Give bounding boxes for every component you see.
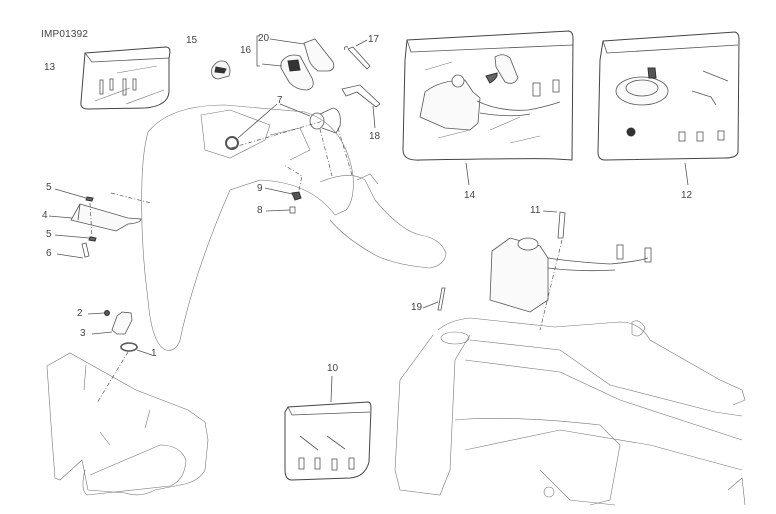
- leader-16-20: [261, 38, 305, 67]
- kit-bag-12: [597, 31, 740, 186]
- callout-8: 8: [257, 205, 263, 216]
- callout-17: 17: [368, 34, 380, 45]
- callout-6: 6: [46, 248, 52, 259]
- part-9-nut: [264, 187, 302, 201]
- motorcycle-frame: [394, 317, 746, 506]
- part-16-remote-key: [280, 54, 314, 91]
- part-17-key-blank: [344, 39, 371, 70]
- callout-13: 13: [44, 62, 56, 73]
- part-7-lock-barrel: [225, 103, 341, 150]
- part-4-bracket: [70, 203, 142, 232]
- callout-10: 10: [327, 363, 339, 374]
- part-15-key-head: [211, 60, 231, 80]
- callout-14: 14: [464, 190, 476, 201]
- callout-5-top: 5: [46, 182, 52, 193]
- kit-bag-14: [402, 30, 574, 186]
- ignition-switch-assembly: [489, 210, 652, 331]
- leader-4: [48, 215, 73, 219]
- part-2-screw: [87, 310, 110, 316]
- part-20-key-cover: [303, 38, 335, 72]
- callout-18: 18: [369, 131, 381, 142]
- axis-line-7: [230, 120, 353, 177]
- callout-19: 19: [411, 302, 423, 313]
- callout-20: 20: [258, 33, 270, 44]
- axis-line-4: [89, 192, 152, 238]
- front-fairing: [46, 352, 209, 496]
- bracket-16: [256, 35, 260, 67]
- callout-16: 16: [240, 45, 252, 56]
- callout-1: 1: [151, 348, 157, 359]
- kit-bag-13: [80, 46, 171, 110]
- part-1-gasket: [120, 342, 153, 356]
- callout-9: 9: [257, 183, 263, 194]
- diagram-code: IMP01392: [41, 29, 89, 40]
- fuel-tank: [141, 104, 447, 351]
- part-3-sensor: [91, 311, 133, 335]
- callout-4: 4: [42, 210, 48, 221]
- callout-7: 7: [277, 95, 283, 106]
- part-18-key-blank: [341, 84, 381, 129]
- callout-3: 3: [80, 328, 86, 339]
- kit-bag-10: [284, 375, 372, 481]
- callout-5-bottom: 5: [46, 229, 52, 240]
- axis-line-1: [96, 351, 129, 404]
- part-5-washer-bottom: [54, 234, 97, 242]
- callout-12: 12: [681, 190, 693, 201]
- callout-15: 15: [186, 35, 198, 46]
- part-8-screw: [265, 206, 296, 214]
- part-5-washer-top: [54, 188, 94, 202]
- callout-2: 2: [77, 308, 83, 319]
- callout-11: 11: [530, 205, 541, 216]
- part-6-screw: [56, 242, 90, 259]
- axis-line-9: [283, 164, 303, 191]
- part-19-pin: [422, 287, 446, 311]
